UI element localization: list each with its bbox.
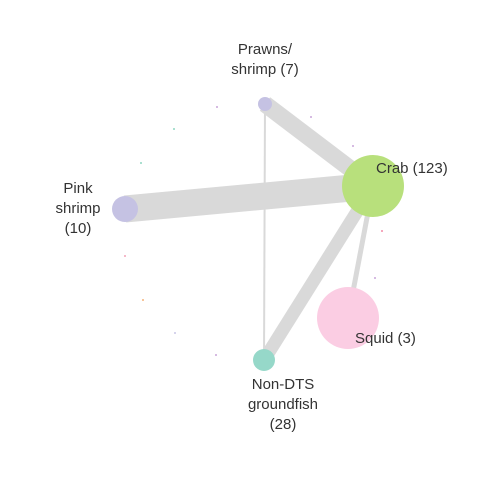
node-crab <box>342 155 404 217</box>
label-line: (28) <box>270 416 297 433</box>
label-squid: Squid (3) <box>355 330 416 347</box>
tiny-dot <box>352 145 354 147</box>
node-prawns <box>258 97 272 111</box>
tiny-dot <box>124 255 126 257</box>
tiny-dots-layer <box>124 106 383 356</box>
edge-crab-groundfish <box>258 182 379 364</box>
node-squid <box>317 287 379 349</box>
tiny-dot <box>215 354 217 356</box>
nodes-layer <box>112 97 404 371</box>
tiny-dot <box>374 277 376 279</box>
labels-layer: Crab (123) Pink shrimp (10) Prawns/shrimp (7… <box>55 41 447 433</box>
label-crab: Crab (123) <box>376 160 448 177</box>
label-line: Pink <box>63 180 93 197</box>
tiny-dot <box>174 332 176 334</box>
label-line: Prawns/ <box>238 41 293 58</box>
label-line: Squid (3) <box>355 330 416 347</box>
label-groundfish: Non-DTS groundfish (28) <box>248 376 318 433</box>
edge-prawns-groundfish <box>263 103 266 361</box>
node-pink-shrimp <box>112 196 138 222</box>
edge-crab-pink_shrimp <box>123 172 375 223</box>
label-pink-shrimp: Pink shrimp (10) <box>55 180 100 237</box>
tiny-dot <box>173 128 175 130</box>
tiny-dot <box>142 299 144 301</box>
label-line: shrimp (7) <box>231 61 299 78</box>
label-line: (10) <box>65 220 92 237</box>
label-line: shrimp <box>55 200 100 217</box>
node-groundfish <box>253 349 275 371</box>
tiny-dot <box>216 106 218 108</box>
label-line: groundfish <box>248 396 318 413</box>
tiny-dot <box>310 116 312 118</box>
label-line: Crab (123) <box>376 160 448 177</box>
tiny-dot <box>140 162 142 164</box>
label-prawns: Prawns/shrimp (7) <box>231 41 299 78</box>
tiny-dot <box>381 230 383 232</box>
label-line: Non-DTS <box>252 376 315 393</box>
